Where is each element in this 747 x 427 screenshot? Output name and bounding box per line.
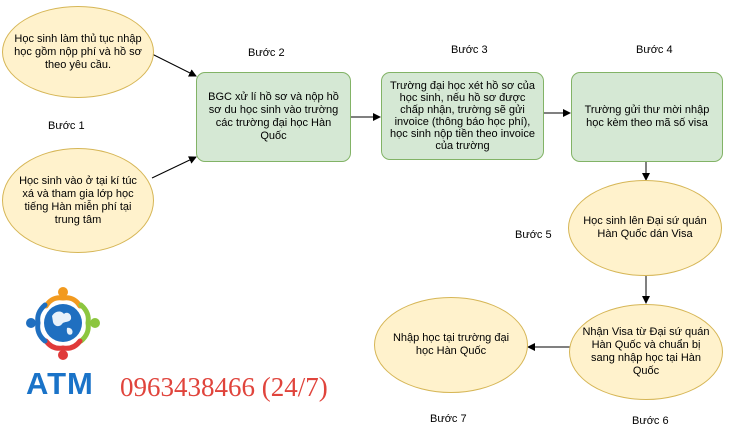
node-text: Nhận Visa từ Đại sứ quán Hàn Quốc và chu… xyxy=(582,326,710,377)
node-step1-enrollment: Học sinh làm thủ tục nhập học gồm nộp ph… xyxy=(2,6,154,98)
step-label-4: Bước 4 xyxy=(636,44,673,56)
node-text: Trường đại học xét hồ sơ của học sinh, n… xyxy=(390,80,535,152)
globe-people-icon xyxy=(26,287,100,360)
edge-1b-to-2 xyxy=(151,156,197,179)
node-text: Học sinh làm thủ tục nhập học gồm nộp ph… xyxy=(14,32,142,71)
node-text: Trường gửi thư mời nhập học kèm theo mã … xyxy=(584,104,710,129)
step-label-1: Bước 1 xyxy=(48,120,85,132)
node-text: BGC xử lí hồ sơ và nộp hồ sơ du học sinh… xyxy=(208,91,339,142)
node-step2-bgc: BGC xử lí hồ sơ và nộp hồ sơ du học sinh… xyxy=(196,72,351,162)
step-label-7: Bước 7 xyxy=(430,413,467,425)
step-label-6: Bước 6 xyxy=(632,415,669,427)
edge-1a-to-2 xyxy=(149,52,197,77)
node-step7-enroll-korea: Nhập học tại trường đại học Hàn Quốc xyxy=(374,297,528,393)
node-step1-dormitory: Học sinh vào ở tại kí túc xá và tham gia… xyxy=(2,148,154,253)
node-step5-embassy: Học sinh lên Đại sứ quán Hàn Quốc dán Vi… xyxy=(568,180,722,276)
node-step6-receive-visa: Nhận Visa từ Đại sứ quán Hàn Quốc và chu… xyxy=(569,304,723,400)
node-step4-invitation: Trường gửi thư mời nhập học kèm theo mã … xyxy=(571,72,723,162)
atm-logo-text: ATM xyxy=(26,366,94,401)
step-label-2: Bước 2 xyxy=(248,47,285,59)
hotline-phone: 0963438466 (24/7) xyxy=(120,372,328,402)
step-label-5: Bước 5 xyxy=(515,229,552,241)
node-text: Học sinh lên Đại sứ quán Hàn Quốc dán Vi… xyxy=(583,215,707,240)
node-text: Nhập học tại trường đại học Hàn Quốc xyxy=(392,332,510,357)
node-text: Học sinh vào ở tại kí túc xá và tham gia… xyxy=(19,174,137,226)
node-step3-university-review: Trường đại học xét hồ sơ của học sinh, n… xyxy=(381,72,544,160)
step-label-3: Bước 3 xyxy=(451,44,488,56)
